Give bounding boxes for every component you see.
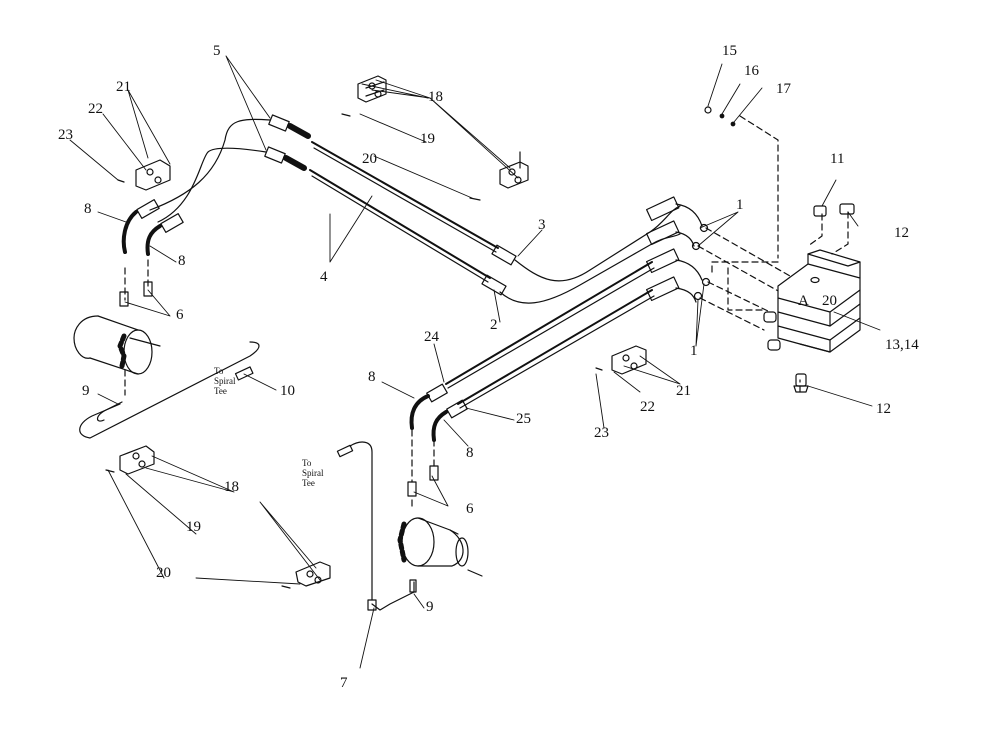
line-to-spiral-tee-left bbox=[79, 341, 260, 439]
callout-19: 19 bbox=[420, 131, 435, 147]
callout-2: 2 bbox=[490, 317, 498, 333]
leader-lines bbox=[69, 55, 881, 669]
callout-22: 22 bbox=[88, 101, 103, 117]
dashed-connections bbox=[124, 115, 849, 511]
valve-port-label: A bbox=[798, 293, 809, 309]
callout-20: 20 bbox=[362, 151, 377, 167]
note-to-spiral-tee-lower: To Spiral Tee bbox=[302, 458, 324, 488]
note-to-spiral-tee-upper: To Spiral Tee bbox=[214, 366, 236, 396]
fittings-5 bbox=[264, 114, 517, 296]
callout-24: 24 bbox=[424, 329, 439, 345]
callout-8: 8 bbox=[178, 253, 186, 269]
hose-2 bbox=[499, 233, 681, 304]
callout-9: 9 bbox=[82, 383, 90, 399]
callout-1: 1 bbox=[690, 343, 698, 359]
callout-9: 9 bbox=[426, 599, 434, 615]
tube-4a bbox=[311, 141, 499, 249]
hose-25-inner bbox=[459, 295, 655, 409]
hose-upper-left-a bbox=[149, 118, 271, 211]
valve-number-label: 20 bbox=[822, 293, 837, 309]
hose-25 bbox=[457, 289, 653, 405]
clamp-lower bbox=[105, 445, 331, 589]
tube-4b-inner bbox=[311, 175, 489, 283]
callout-8: 8 bbox=[84, 201, 92, 217]
fittings-8-lower bbox=[407, 383, 468, 497]
fittings-1 bbox=[645, 196, 711, 303]
fittings-8-left bbox=[119, 199, 184, 307]
callout-21: 21 bbox=[116, 79, 131, 95]
callout-4: 4 bbox=[320, 269, 328, 285]
callout-23: 23 bbox=[594, 425, 609, 441]
callout-12: 12 bbox=[876, 401, 891, 417]
tube-4a-inner bbox=[313, 147, 497, 253]
clamp-21-22 bbox=[117, 159, 647, 375]
callout-21: 21 bbox=[676, 383, 691, 399]
motor-left bbox=[73, 315, 161, 375]
callout-22: 22 bbox=[640, 399, 655, 415]
plugs-11-12 bbox=[813, 203, 855, 217]
part-15 bbox=[704, 106, 712, 114]
motor-lower bbox=[397, 517, 483, 577]
callout-13-14: 13,14 bbox=[885, 337, 919, 353]
callout-8: 8 bbox=[368, 369, 376, 385]
hose-3 bbox=[514, 205, 681, 282]
callout-18: 18 bbox=[428, 89, 443, 105]
callout-8: 8 bbox=[466, 445, 474, 461]
callout-23: 23 bbox=[58, 127, 73, 143]
tube-4b bbox=[309, 169, 491, 279]
callout-5: 5 bbox=[213, 43, 221, 59]
callout-10: 10 bbox=[280, 383, 295, 399]
callout-7: 7 bbox=[340, 675, 348, 691]
callout-16: 16 bbox=[744, 63, 759, 79]
hose-24-inner bbox=[447, 267, 655, 389]
callout-25: 25 bbox=[516, 411, 531, 427]
part-16 bbox=[719, 113, 725, 119]
callout-11: 11 bbox=[830, 151, 845, 167]
callout-17: 17 bbox=[776, 81, 791, 97]
callout-18: 18 bbox=[224, 479, 239, 495]
valve-block bbox=[763, 249, 861, 393]
fitting-10 bbox=[234, 366, 254, 381]
callout-6: 6 bbox=[176, 307, 184, 323]
callout-12: 12 bbox=[894, 225, 909, 241]
clamp-upper bbox=[341, 75, 529, 201]
callout-6: 6 bbox=[466, 501, 474, 517]
part-17 bbox=[730, 121, 736, 127]
hose-24 bbox=[445, 261, 653, 385]
callout-1: 1 bbox=[736, 197, 744, 213]
line-to-spiral-tee-lower bbox=[349, 441, 373, 601]
callout-15: 15 bbox=[722, 43, 737, 59]
callout-20: 20 bbox=[156, 565, 171, 581]
callout-3: 3 bbox=[538, 217, 546, 233]
hose-upper-left-b bbox=[157, 147, 267, 223]
callout-19: 19 bbox=[186, 519, 201, 535]
